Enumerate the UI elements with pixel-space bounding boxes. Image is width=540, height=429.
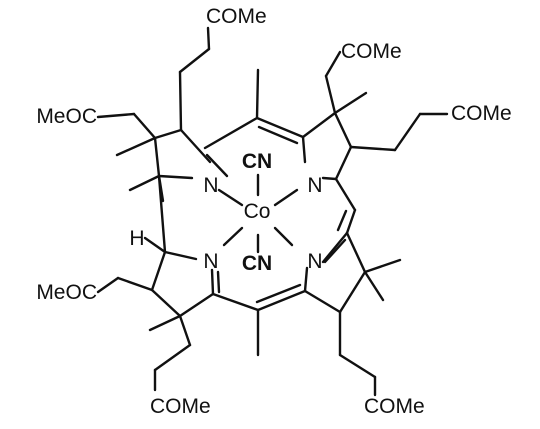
cobalt-atom-label: Co — [244, 200, 271, 223]
cyanide-ligand-upper: CN — [242, 150, 272, 173]
side-chain-label-left-upper: MeOC — [36, 105, 97, 128]
cobalt-coordination-bonds — [217, 173, 299, 254]
nitrogen-atom-label-ring-c: N — [307, 250, 322, 273]
ring-c-substituents — [338, 258, 402, 397]
ring-d-substituents — [96, 236, 192, 392]
ring-a-bonds — [153, 128, 229, 180]
side-chain-label-right: COMe — [451, 102, 512, 125]
side-chain-label-top-center: COMe — [206, 5, 267, 28]
side-chain-label-bottom-left: COMe — [150, 395, 211, 418]
nitrogen-atom-label-ring-a: N — [203, 174, 218, 197]
side-chain-label-bottom-right: COMe — [364, 395, 425, 418]
nitrogen-atom-label-ring-b: N — [307, 174, 322, 197]
ring-d-bonds — [150, 250, 221, 318]
ring-b-bonds — [301, 111, 353, 181]
side-chain-label-left-lower: MeOC — [36, 281, 97, 304]
macrocycle-bridges — [157, 68, 357, 357]
ring-b-substituents — [324, 50, 449, 152]
ring-a-substituents — [96, 26, 211, 203]
hydrogen-atom-label: H — [129, 227, 144, 250]
side-chain-label-top-right: COMe — [341, 40, 402, 63]
nitrogen-atom-label-ring-d: N — [203, 250, 218, 273]
ring-c-bonds — [303, 231, 367, 314]
cyanide-ligand-lower: CN — [242, 252, 272, 275]
